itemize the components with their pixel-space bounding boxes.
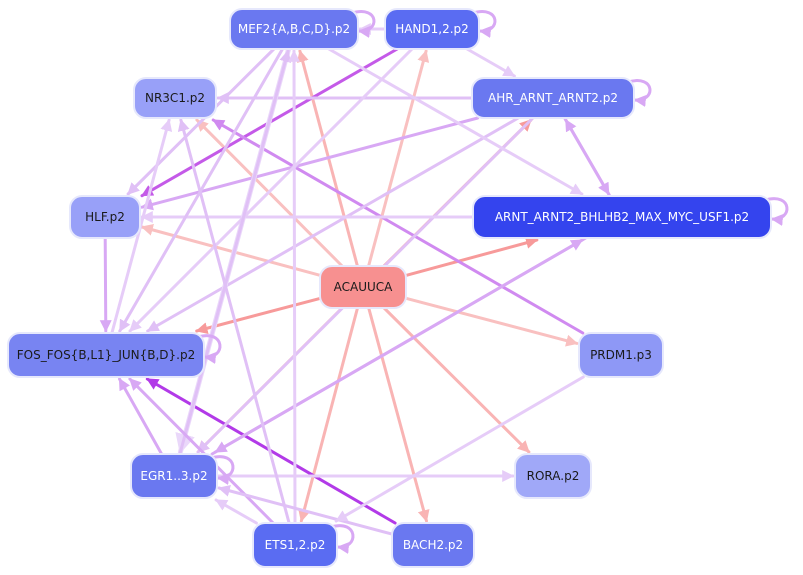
- node-egr[interactable]: EGR1..3.p2: [130, 453, 218, 499]
- edge-ets-to-fos: [128, 377, 275, 525]
- node-bach2-label: BACH2.p2: [403, 538, 463, 552]
- node-bach2-box: [391, 522, 475, 568]
- node-prdm1-label: PRDM1.p3: [590, 348, 652, 362]
- node-prdm1[interactable]: PRDM1.p3: [578, 332, 664, 378]
- node-ets[interactable]: ETS1,2.p2: [252, 522, 338, 568]
- node-fos[interactable]: FOS_FOS{B,L1}_JUN{B,D}.p2: [7, 332, 205, 378]
- edge-center-to-hlf: [140, 224, 322, 277]
- self-loop-hand: [472, 10, 497, 38]
- self-loop-fos: [197, 334, 222, 364]
- edge-center-to-fos: [195, 296, 322, 335]
- node-mef2-label: MEF2{A,B,C,D}.p2: [238, 22, 350, 36]
- node-hand-box: [384, 8, 480, 50]
- edge-center-to-bach2: [367, 306, 430, 523]
- node-nr3c1-box: [133, 77, 217, 119]
- node-ets-label: ETS1,2.p2: [265, 538, 326, 552]
- node-ahr-label: AHR_ARNT_ARNT2.p2: [488, 91, 618, 105]
- node-ets-box: [252, 522, 338, 568]
- self-loop-ets: [330, 524, 355, 554]
- edge-center-to-rora: [382, 306, 531, 454]
- node-hlf[interactable]: HLF.p2: [69, 195, 141, 239]
- node-egr-box: [130, 453, 218, 499]
- node-rora-box: [514, 453, 592, 499]
- edge-hlf-to-fos: [99, 236, 112, 333]
- node-rora[interactable]: RORA.p2: [514, 453, 592, 499]
- node-hand[interactable]: HAND1,2.p2: [384, 8, 480, 50]
- node-mef2-box: [229, 8, 359, 50]
- node-egr-label: EGR1..3.p2: [140, 469, 207, 483]
- edge-ahr-to-hlf: [140, 116, 480, 211]
- node-hand-label: HAND1,2.p2: [395, 22, 469, 36]
- edge-prdm1-to-nr3c1: [211, 118, 585, 335]
- edge-egr-to-arnt: [210, 238, 584, 456]
- edge-center-to-hand: [367, 49, 430, 268]
- self-loop-arnt: [764, 197, 789, 226]
- self-loop-ahr: [627, 79, 652, 107]
- edge-center-to-arnt: [404, 237, 539, 277]
- node-acauuca-label: ACAUUCA: [334, 280, 394, 294]
- edge-center-to-prdm1: [404, 296, 579, 347]
- edge-ahr-to-fos: [146, 116, 520, 333]
- edge-ets-to-mef2: [288, 49, 301, 525]
- node-nr3c1[interactable]: NR3C1.p2: [133, 77, 217, 119]
- edge-hand-to-fos: [128, 47, 414, 333]
- node-hlf-label: HLF.p2: [85, 210, 125, 224]
- edge-center-to-ets: [298, 306, 359, 523]
- node-arnt[interactable]: ARNT_ARNT2_BHLHB2_MAX_MYC_USF1.p2: [472, 195, 772, 239]
- edge-prdm1-to-ets: [334, 375, 585, 523]
- self-loop-egr: [210, 455, 235, 485]
- node-fos-label: FOS_FOS{B,L1}_JUN{B,D}.p2: [17, 348, 196, 362]
- edge-bach2-to-egr: [217, 484, 394, 536]
- edge-mef2-to-arnt: [327, 47, 584, 196]
- node-mef2[interactable]: MEF2{A,B,C,D}.p2: [229, 8, 359, 50]
- edge-egr-to-fos: [118, 377, 164, 456]
- edge-ets-to-nr3c1: [177, 118, 291, 525]
- node-bach2[interactable]: BACH2.p2: [391, 522, 475, 568]
- edge-hand-to-ahr: [465, 47, 516, 78]
- node-fos-box: [7, 332, 205, 378]
- node-ahr[interactable]: AHR_ARNT_ARNT2.p2: [471, 77, 635, 119]
- node-acauuca[interactable]: ACAUUCA: [319, 265, 407, 309]
- edge-arnt-to-ahr: [564, 118, 612, 198]
- node-hlf-box: [69, 195, 141, 239]
- node-rora-label: RORA.p2: [527, 469, 580, 483]
- node-ahr-box: [471, 77, 635, 119]
- edge-layer: [99, 10, 789, 554]
- edge-mef2-to-hlf: [126, 47, 276, 196]
- node-acauuca-box: [319, 265, 407, 309]
- node-nr3c1-label: NR3C1.p2: [145, 91, 205, 105]
- node-arnt-label: ARNT_ARNT2_BHLHB2_MAX_MYC_USF1.p2: [495, 210, 749, 224]
- edge-ets-to-egr: [214, 498, 258, 525]
- edge-egr-to-mef2: [178, 49, 292, 456]
- node-prdm1-box: [578, 332, 664, 378]
- self-loop-mef2: [351, 10, 376, 38]
- node-arnt-box: [472, 195, 772, 239]
